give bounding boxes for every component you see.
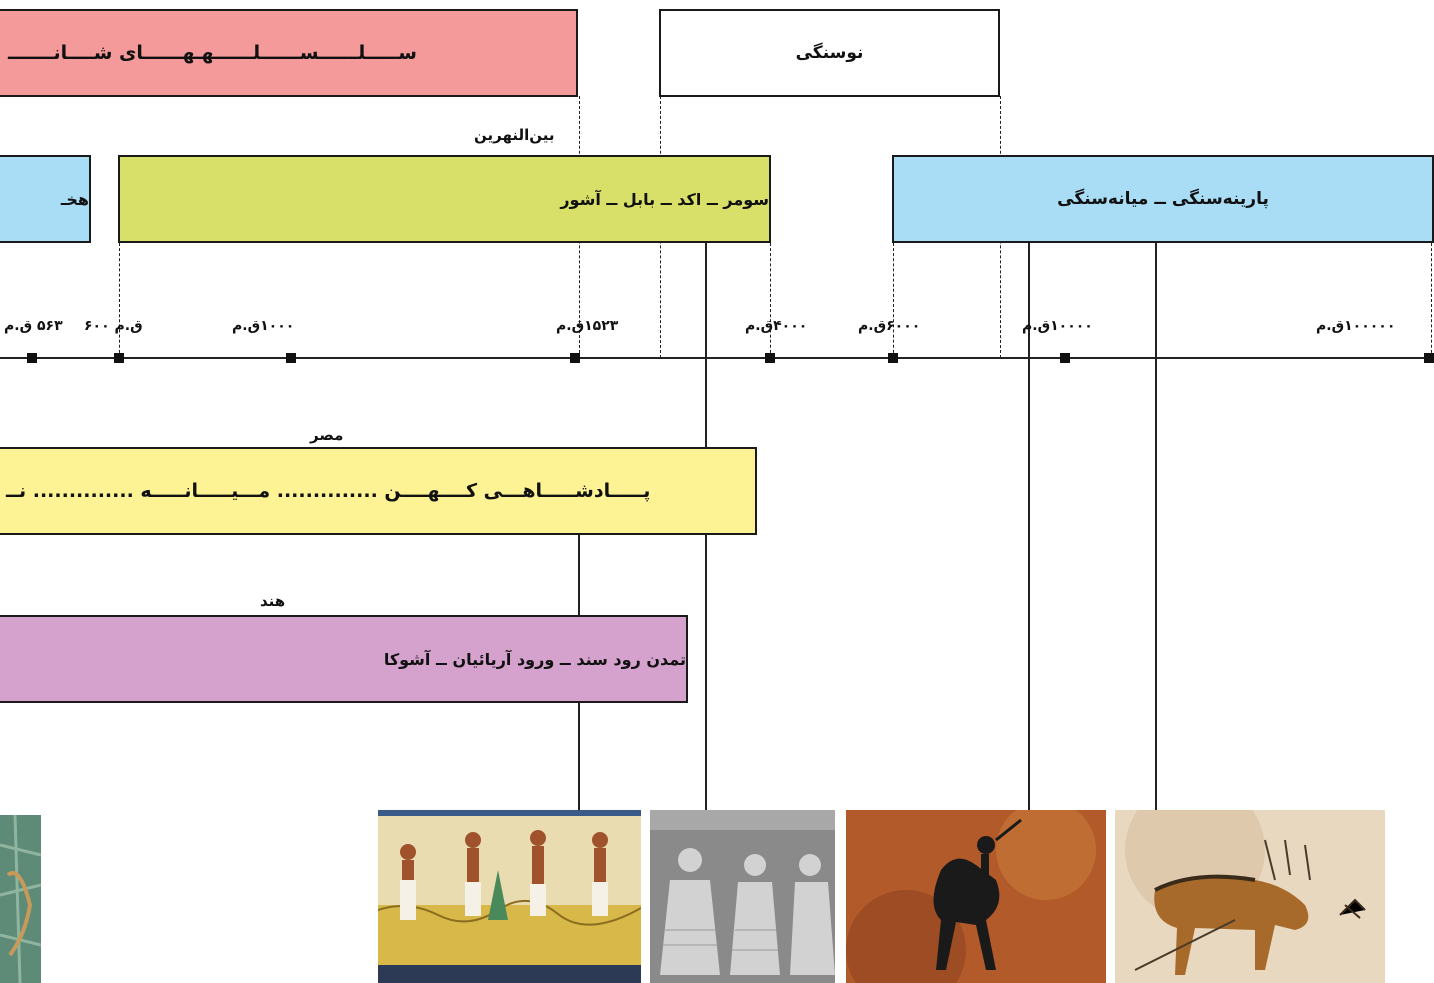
egypt-region-label: مصر xyxy=(310,426,344,444)
mesopotamia-box: سومر ــ اکد ــ بابل ــ آشور xyxy=(118,155,771,243)
cave-painting-horse-photo xyxy=(1115,810,1385,983)
paleolithic-box: پارینه‌سنگی ــ میانه‌سنگی xyxy=(892,155,1434,243)
egypt-label: پـــــادشـــــاهـــی کــــهــــن .......… xyxy=(6,480,651,502)
tile-fragment-photo xyxy=(0,815,41,983)
tick-label: ۶۰۰۰ق.م xyxy=(858,318,921,334)
timeline-marker xyxy=(888,353,898,363)
paleolithic-label: پارینه‌سنگی ــ میانه‌سنگی xyxy=(1057,189,1269,209)
guide-line xyxy=(119,243,120,363)
connector-line xyxy=(1155,243,1157,810)
timeline-marker xyxy=(286,353,296,363)
tick-label: ق.م ۶۰۰ xyxy=(84,318,143,334)
timeline-marker xyxy=(27,353,37,363)
timeline-axis xyxy=(0,357,1434,359)
tick-label: ۱۰۰۰ق.م xyxy=(232,318,295,334)
guide-line xyxy=(893,243,894,363)
connector-line xyxy=(1028,243,1030,810)
timeline-marker xyxy=(1060,353,1070,363)
timeline-marker xyxy=(765,353,775,363)
india-box: تمدن رود سند ــ ورود آریائیان ــ آشوکا xyxy=(0,615,688,703)
tick-label: ۱۰۰۰۰۰ق.م xyxy=(1316,318,1396,334)
tick-label: ۴۰۰۰ق.م xyxy=(745,318,808,334)
neolithic-label: نوسنگی xyxy=(795,43,864,63)
india-label: تمدن رود سند ــ ورود آریائیان ــ آشوکا xyxy=(383,649,686,669)
tick-label: ۱۵۲۳ق.م xyxy=(556,318,619,334)
neolithic-box: نوسنگی xyxy=(659,9,1000,97)
guide-line xyxy=(770,243,771,363)
guide-line xyxy=(1431,243,1432,363)
timeline-marker xyxy=(114,353,124,363)
relief-carving-photo xyxy=(650,810,835,983)
cave-painting-hunter-photo xyxy=(846,810,1106,983)
timeline-marker xyxy=(1424,353,1434,363)
dynasties-box: ســـــلــــــســــــلــــــهـهــــــای ش… xyxy=(0,9,578,97)
achaemenid-label: هخـ xyxy=(60,189,89,209)
egypt-box: پـــــادشـــــاهـــی کــــهــــن .......… xyxy=(0,447,757,535)
mesopotamia-region-label: بین‌النهرین xyxy=(474,126,555,144)
mesopotamia-label: سومر ــ اکد ــ بابل ــ آشور xyxy=(560,189,769,209)
egyptian-wall-painting-photo xyxy=(378,810,641,983)
tick-label: ۵۶۳ ق.م xyxy=(4,318,63,334)
india-region-label: هند xyxy=(260,592,286,610)
achaemenid-box: هخـ xyxy=(0,155,91,243)
tick-label: ۱۰۰۰۰ق.م xyxy=(1022,318,1093,334)
dynasties-label: ســـــلــــــســــــلــــــهـهــــــای ش… xyxy=(8,42,417,64)
timeline-marker xyxy=(570,353,580,363)
